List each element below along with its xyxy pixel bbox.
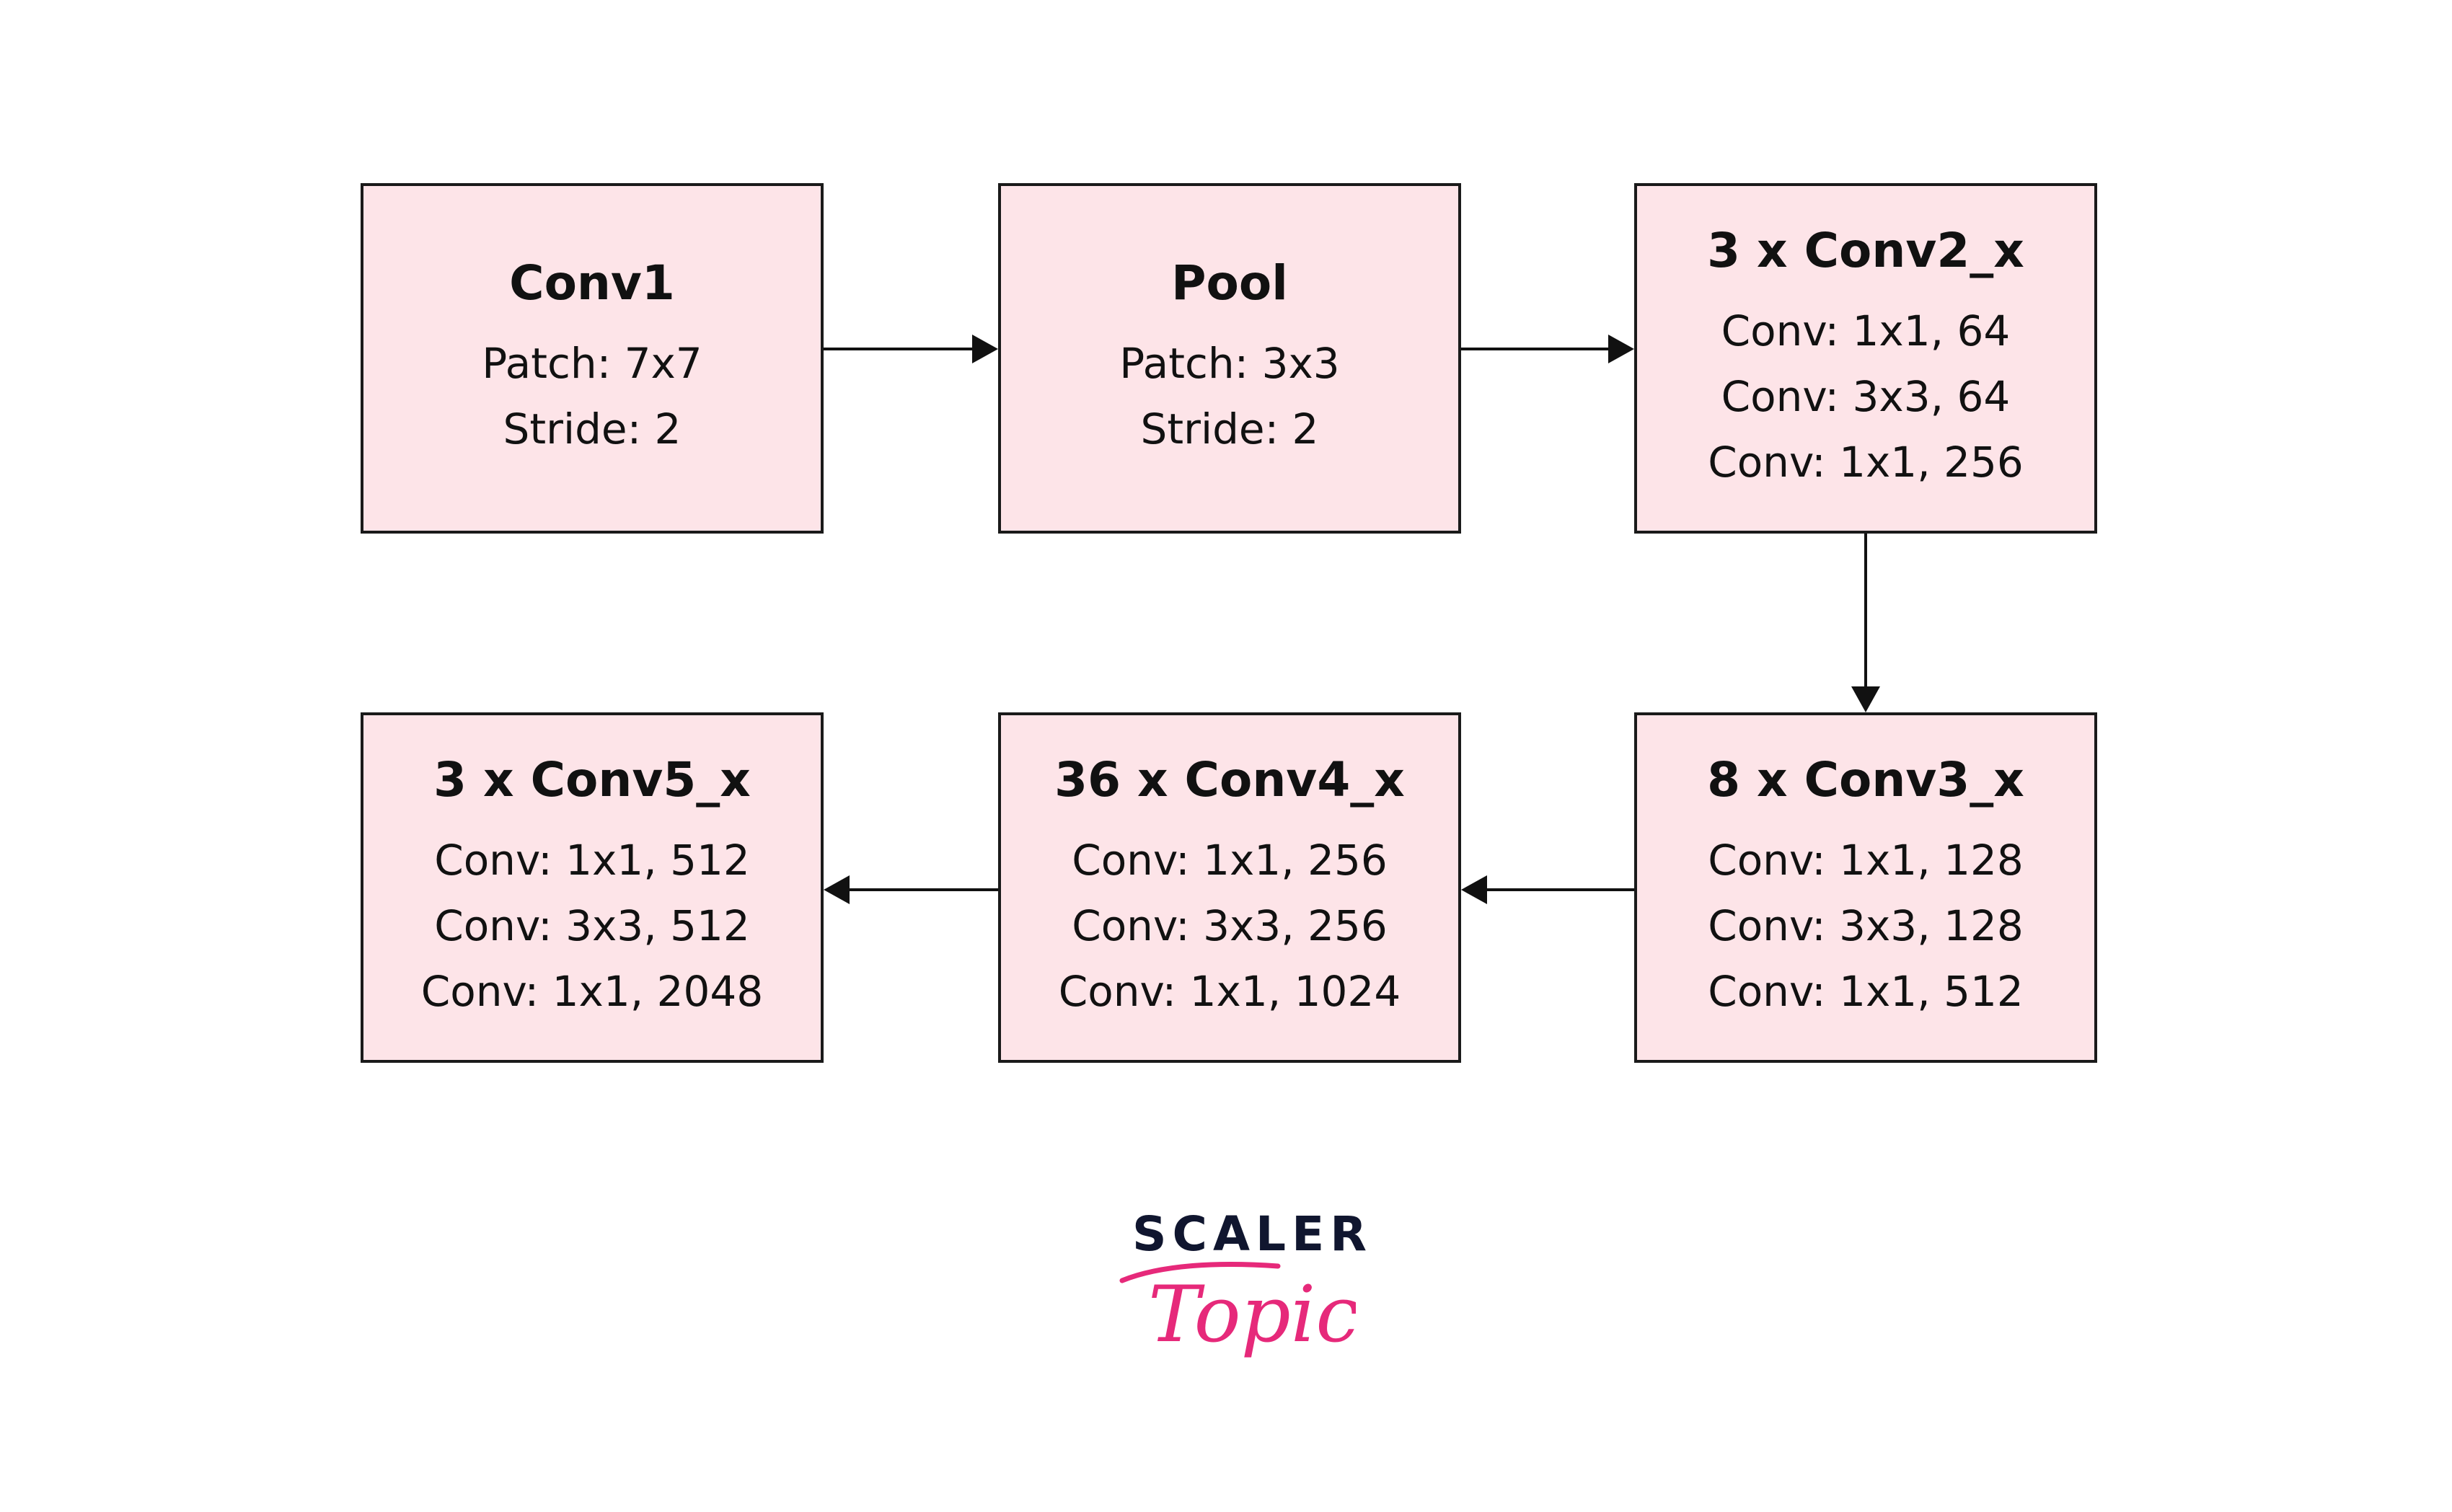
block-param: Conv: 3x3, 512 <box>434 901 750 950</box>
block-title: Conv1 <box>509 255 675 311</box>
block-conv2: 3 x Conv2_x Conv: 1x1, 64 Conv: 3x3, 64 … <box>1634 183 2097 534</box>
block-param: Conv: 3x3, 64 <box>1721 371 2011 421</box>
block-param: Conv: 1x1, 2048 <box>420 966 764 1016</box>
logo-topics-text: Topics <box>1148 1270 1356 1360</box>
block-conv4: 36 x Conv4_x Conv: 1x1, 256 Conv: 3x3, 2… <box>998 712 1461 1063</box>
block-param: Stride: 2 <box>1140 404 1319 454</box>
arrow-conv3-to-conv4 <box>1461 875 1634 904</box>
block-pool: Pool Patch: 3x3 Stride: 2 <box>998 183 1461 534</box>
block-param: Conv: 3x3, 128 <box>1708 901 2024 950</box>
arrow-pool-to-conv2 <box>1461 335 1634 363</box>
block-param: Patch: 3x3 <box>1119 339 1340 388</box>
block-param: Stride: 2 <box>503 404 682 454</box>
block-param: Conv: 1x1, 1024 <box>1058 966 1401 1016</box>
block-param: Conv: 1x1, 512 <box>434 835 750 885</box>
block-param: Conv: 1x1, 128 <box>1708 835 2024 885</box>
block-conv3: 8 x Conv3_x Conv: 1x1, 128 Conv: 3x3, 12… <box>1634 712 2097 1063</box>
block-conv5: 3 x Conv5_x Conv: 1x1, 512 Conv: 3x3, 51… <box>361 712 824 1063</box>
block-conv1: Conv1 Patch: 7x7 Stride: 2 <box>361 183 824 534</box>
block-title: Pool <box>1171 255 1288 311</box>
block-param: Conv: 1x1, 256 <box>1708 437 2024 487</box>
block-title: 3 x Conv5_x <box>433 751 751 808</box>
arrow-conv4-to-conv5 <box>824 875 998 904</box>
block-param: Patch: 7x7 <box>482 339 702 388</box>
scaler-topics-logo: SCALER Topics <box>1111 1197 1367 1384</box>
logo-wordmark-topics: Topics <box>1119 1261 1356 1360</box>
block-param: Conv: 1x1, 64 <box>1721 306 2011 355</box>
arrow-conv2-to-conv3 <box>1851 534 1880 712</box>
block-param: Conv: 3x3, 256 <box>1072 901 1388 950</box>
block-title: 36 x Conv4_x <box>1054 751 1405 808</box>
block-param: Conv: 1x1, 512 <box>1708 966 2024 1016</box>
logo-wordmark-scaler: SCALER <box>1132 1206 1373 1262</box>
block-title: 3 x Conv2_x <box>1707 222 2024 278</box>
block-title: 8 x Conv3_x <box>1707 751 2024 808</box>
arrow-conv1-to-pool <box>824 335 998 363</box>
block-param: Conv: 1x1, 256 <box>1072 835 1388 885</box>
